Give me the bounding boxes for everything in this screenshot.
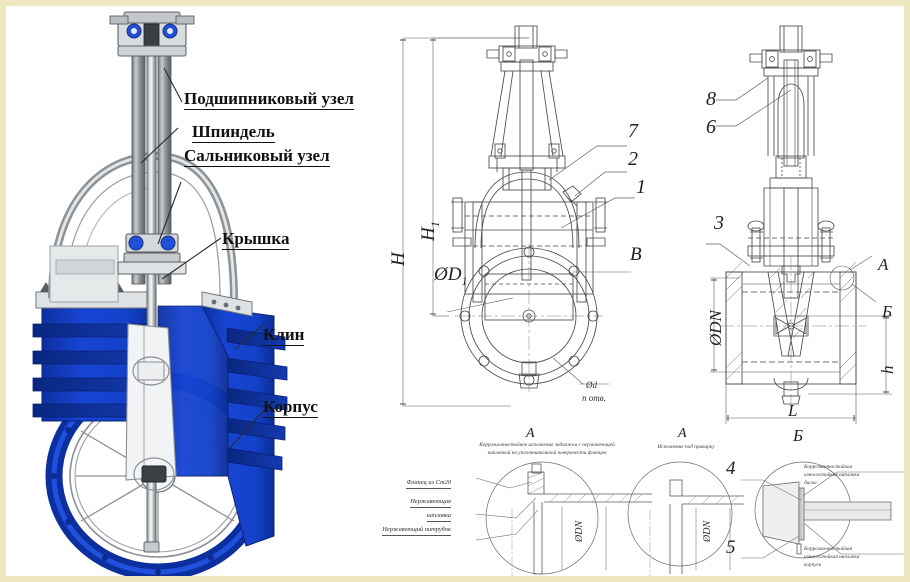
dim-h: h xyxy=(878,365,897,375)
label-bonnet: Крышка xyxy=(222,229,290,250)
label-bearing-unit: Подшипниковый узел xyxy=(184,89,354,110)
wedge-part xyxy=(125,323,177,553)
label-body: Корпус xyxy=(263,397,318,418)
detail-a-welded-drawing xyxy=(626,458,746,576)
detail-a-welded-inner-dim: ØDN xyxy=(702,520,713,542)
detail-mark-B-side: Б xyxy=(882,302,893,321)
detail-a-welded-caption: Исполнение под приварку xyxy=(657,444,715,450)
item-number-5: 5 xyxy=(726,537,736,558)
valve-3d-render xyxy=(6,6,386,576)
dim-H: H xyxy=(388,252,409,266)
item-number-3: 3 xyxy=(714,212,724,234)
detail-a-caption-line1: Коррозионностойкое исполнение задвижки с… xyxy=(479,442,615,448)
gland-unit-part xyxy=(117,233,187,275)
side-view-drawing xyxy=(696,16,904,436)
item-number-4: 4 xyxy=(726,458,736,479)
detail-a-inner-dim: ØDN xyxy=(574,520,585,542)
detail-b-note-top-3: диска xyxy=(804,480,817,486)
label-spindle: Шпиндель xyxy=(192,122,275,143)
detail-b-drawing xyxy=(741,458,904,576)
detail-mark-A-corrosion: А xyxy=(526,426,535,441)
dim-H1: H1 xyxy=(418,221,442,241)
label-gland-unit: Сальниковый узел xyxy=(184,146,330,167)
item-number-8: 8 xyxy=(706,88,716,110)
dim-DN: ØDN xyxy=(706,310,725,346)
detail-a-corrosion-drawing xyxy=(476,458,656,576)
item-number-6: 6 xyxy=(706,116,716,138)
section-mark-B: Б xyxy=(793,426,804,445)
item-number-2: 2 xyxy=(628,148,638,170)
bearing-unit-part xyxy=(109,11,195,57)
dim-D1: ØD1 xyxy=(434,264,468,288)
detail-b-note-top-1: Коррозионностойкая xyxy=(804,464,853,470)
detail-mark-A-side: А xyxy=(878,255,889,274)
item-number-1: 1 xyxy=(636,176,646,198)
label-wedge: Клин xyxy=(263,325,305,346)
detail-a-caption-line2: наплавкой на уплотнительной поверхности … xyxy=(487,450,607,456)
detail-b-note-bottom-1: Коррозионностойкая xyxy=(804,546,853,552)
valve-body-shell xyxy=(157,305,288,547)
dim-hole-dia: Ød xyxy=(586,380,597,390)
detail-a-leader-flange: Фланец из Ст20 xyxy=(336,478,451,490)
dim-B: B xyxy=(630,244,642,265)
detail-a-leader-overlay2: наплавка xyxy=(336,511,451,523)
detail-b-note-bottom-2: износостойкая наплавка xyxy=(804,554,860,560)
detail-b-note-top-2: износостойкая наплавка xyxy=(804,472,860,478)
leader-lines xyxy=(140,67,265,449)
front-view-drawing xyxy=(391,16,666,426)
item-number-7: 7 xyxy=(628,120,638,142)
detail-a-leader-nozzle: Нержавеющий патрубок xyxy=(306,525,451,537)
drawing-sheet: Подшипниковый узел Шпиндель Сальниковый … xyxy=(6,6,904,576)
detail-b-note-bottom-3: корпуса xyxy=(804,562,822,568)
detail-a-leader-overlay1: Нержавеющая xyxy=(336,497,451,509)
dim-L: L xyxy=(788,401,798,420)
dim-hole-count: n отв. xyxy=(582,393,606,403)
detail-mark-A-welded: А xyxy=(678,426,687,441)
